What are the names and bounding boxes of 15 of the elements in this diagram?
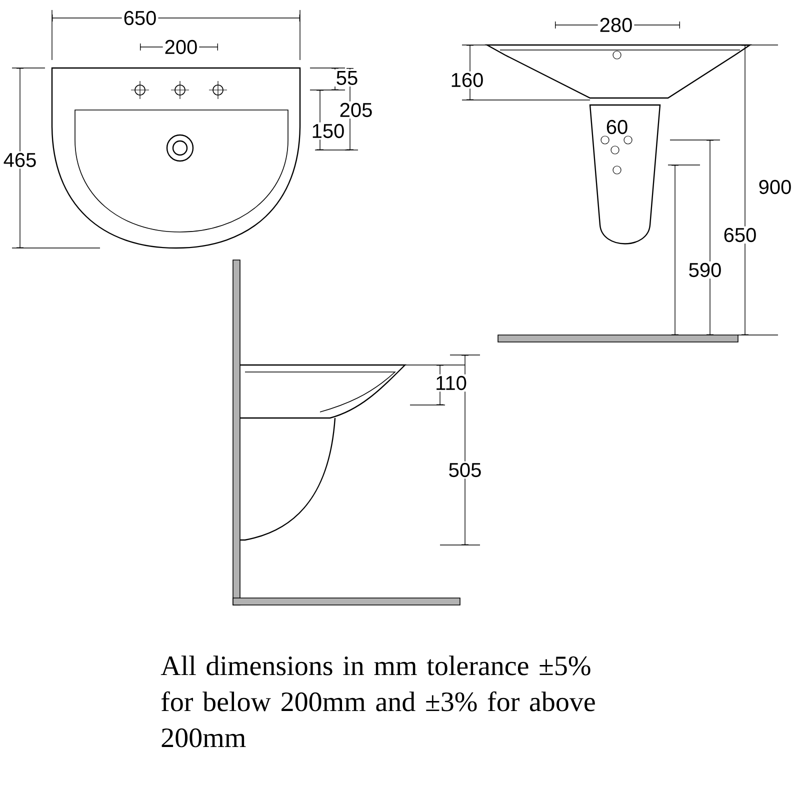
dimension-label: 150: [310, 122, 346, 140]
dimension-label: 110: [434, 374, 468, 392]
dimension-label: 200: [162, 38, 200, 56]
dimension-label: 590: [686, 261, 724, 279]
note-text: All dimensions in mm tolerance ±5% for below 200mm and ±3% for above 200mm: [160, 656, 595, 748]
dimension-label: 505: [446, 461, 484, 479]
dimension-label: 55: [334, 70, 360, 86]
dimension-label: 650: [722, 226, 758, 244]
dimension-label: 60: [604, 118, 630, 136]
dimension-label: 160: [448, 71, 486, 89]
dimension-label: 650: [122, 9, 158, 27]
dimension-label: 205: [338, 101, 374, 119]
dimension-label: 465: [2, 151, 38, 169]
dimension-label: 900: [756, 178, 794, 196]
dimension-label: 280: [598, 16, 634, 34]
